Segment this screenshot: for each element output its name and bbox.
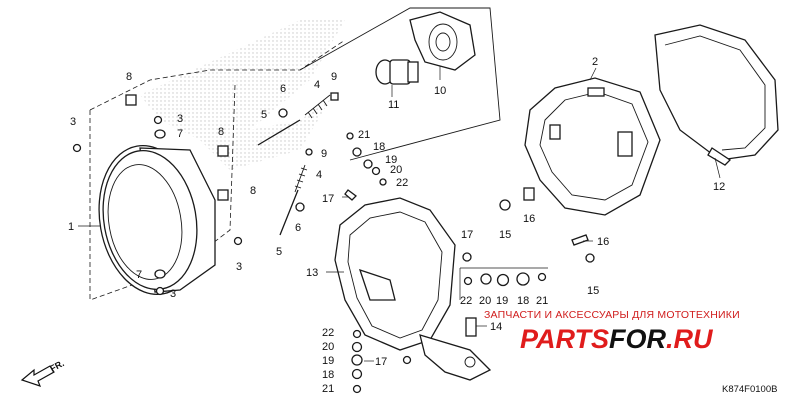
callout-8: 8	[218, 126, 224, 138]
callout-19: 19	[385, 154, 397, 166]
callout-21: 21	[536, 295, 548, 307]
callout-4: 4	[316, 169, 322, 181]
watermark: ЗАПЧАСТИ И АКСЕССУАРЫ ДЛЯ МОТОТЕХНИКИ PA…	[484, 309, 740, 354]
callout-3: 3	[236, 261, 242, 273]
callout-7: 7	[136, 269, 142, 281]
headlight-unit	[98, 144, 216, 296]
svg-text:PARTSFOR.RU: PARTSFOR.RU	[520, 324, 714, 354]
callout-9: 9	[331, 71, 337, 83]
callout-8: 8	[250, 185, 256, 197]
callout-12: 12	[713, 181, 725, 193]
callout-8: 8	[126, 71, 132, 83]
callout-3: 3	[70, 116, 76, 128]
headlight-rim	[334, 197, 492, 381]
callout-20: 20	[479, 295, 491, 307]
callout-16: 16	[597, 236, 609, 248]
callout-20: 20	[322, 341, 334, 353]
callout-5: 5	[261, 109, 267, 121]
callout-22: 22	[322, 327, 334, 339]
headlight-bulb	[375, 59, 419, 85]
callout-18: 18	[517, 295, 529, 307]
callout-1: 1	[68, 221, 74, 233]
callout-5: 5	[276, 246, 282, 258]
bulb-socket	[409, 11, 476, 71]
headlight-rear-cover	[654, 24, 779, 166]
callout-6: 6	[280, 83, 286, 95]
callout-13: 13	[306, 267, 318, 279]
watermark-subtitle: ЗАПЧАСТИ И АКСЕССУАРЫ ДЛЯ МОТОТЕХНИКИ	[484, 309, 740, 321]
callout-6: 6	[295, 222, 301, 234]
watermark-brand-b: FOR	[609, 324, 666, 354]
callout-2: 2	[592, 56, 598, 68]
front-direction-arrow: FR.	[20, 358, 66, 387]
diagram-code: K874F0100B	[722, 384, 777, 395]
callout-19: 19	[322, 355, 334, 367]
callout-17: 17	[461, 229, 473, 241]
callout-22: 22	[396, 177, 408, 189]
callout-7: 7	[177, 128, 183, 140]
callout-3: 3	[177, 113, 183, 125]
callout-20: 20	[390, 164, 402, 176]
watermark-brand-a: PARTS	[520, 324, 609, 354]
callout-17: 17	[375, 356, 387, 368]
callout-4: 4	[314, 79, 320, 91]
callout-17: 17	[322, 193, 334, 205]
leader-lines	[78, 66, 721, 362]
callout-19: 19	[496, 295, 508, 307]
callout-22: 22	[460, 295, 472, 307]
callouts: 1 2 3 3 3 3 4 4 5 5 6 6 7 7 8 8 8 9 9 10…	[68, 56, 725, 395]
callout-14: 14	[490, 321, 502, 333]
callout-9: 9	[321, 148, 327, 160]
callout-15: 15	[499, 229, 511, 241]
small-hardware	[72, 92, 595, 394]
watermark-brand-c: .RU	[666, 324, 714, 354]
callout-21: 21	[358, 129, 370, 141]
front-label: FR.	[48, 358, 65, 374]
callout-21: 21	[322, 383, 334, 395]
callout-3: 3	[170, 288, 176, 300]
callout-15: 15	[587, 285, 599, 297]
callout-18: 18	[373, 141, 385, 153]
callout-16: 16	[523, 213, 535, 225]
callout-11: 11	[388, 99, 399, 111]
background-wing-logo	[140, 20, 345, 170]
callout-18: 18	[322, 369, 334, 381]
headlight-case	[524, 77, 661, 216]
callout-10: 10	[434, 85, 446, 97]
